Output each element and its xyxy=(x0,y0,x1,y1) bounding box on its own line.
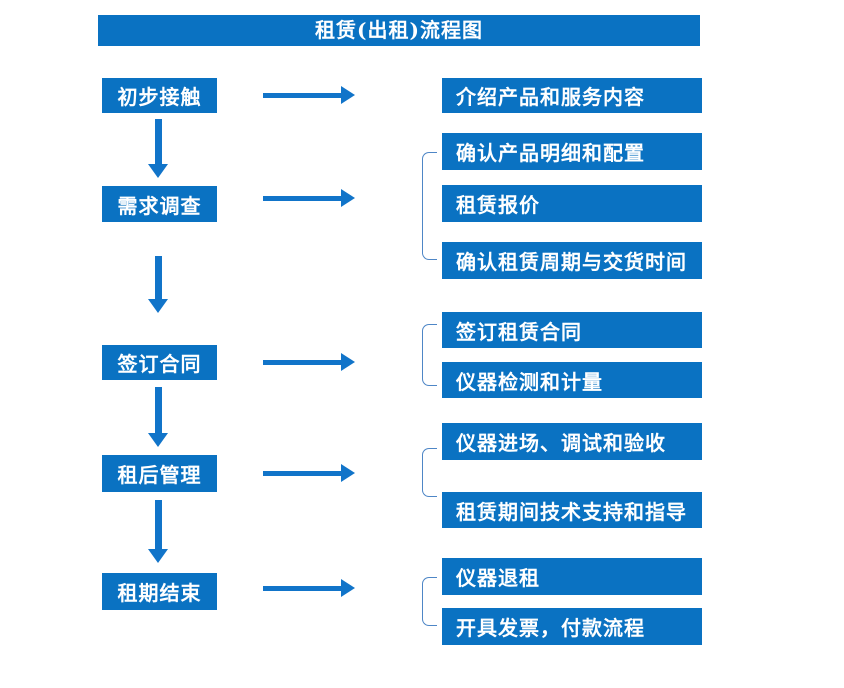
detail-instrument-testing: 仪器检测和计量 xyxy=(442,362,702,398)
right-arrow-shaft xyxy=(263,585,341,591)
right-arrow-icon xyxy=(263,464,355,482)
group-bracket xyxy=(422,324,437,386)
detail-confirm-product-details: 确认产品明细和配置 xyxy=(442,133,702,170)
down-arrow-head xyxy=(148,549,168,563)
right-arrow-icon xyxy=(263,579,355,597)
down-arrow-icon xyxy=(148,387,168,447)
step-initial-contact: 初步接触 xyxy=(102,78,217,113)
down-arrow-head xyxy=(148,164,168,178)
detail-introduce-products: 介绍产品和服务内容 xyxy=(442,78,702,113)
down-arrow-head xyxy=(148,433,168,447)
page-title: 租赁(出租)流程图 xyxy=(98,15,700,46)
right-arrow-head xyxy=(341,86,355,104)
step-post-rental-management: 租后管理 xyxy=(102,455,217,492)
down-arrow-icon xyxy=(148,119,168,178)
right-arrow-shaft xyxy=(263,470,341,476)
step-rental-end: 租期结束 xyxy=(102,573,217,610)
down-arrow-icon xyxy=(148,500,168,563)
detail-instrument-return: 仪器退租 xyxy=(442,558,702,595)
right-arrow-shaft xyxy=(263,359,341,365)
step-sign-contract: 签订合同 xyxy=(102,345,217,380)
down-arrow-shaft xyxy=(154,256,162,299)
down-arrow-head xyxy=(148,299,168,313)
down-arrow-shaft xyxy=(154,500,162,549)
right-arrow-icon xyxy=(263,86,355,104)
right-arrow-icon xyxy=(263,353,355,371)
right-arrow-head xyxy=(341,579,355,597)
detail-rental-support: 租赁期间技术支持和指导 xyxy=(442,492,702,528)
detail-instrument-setup: 仪器进场、调试和验收 xyxy=(442,423,702,460)
group-bracket xyxy=(422,448,437,497)
step-demand-survey: 需求调查 xyxy=(102,186,217,222)
right-arrow-head xyxy=(341,189,355,207)
detail-invoice-payment: 开具发票，付款流程 xyxy=(442,608,702,645)
group-bracket xyxy=(422,152,437,260)
detail-rental-quote: 租赁报价 xyxy=(442,185,702,222)
detail-confirm-rental-period: 确认租赁周期与交货时间 xyxy=(442,242,702,279)
down-arrow-shaft xyxy=(154,387,162,433)
right-arrow-head xyxy=(341,353,355,371)
right-arrow-shaft xyxy=(263,92,341,98)
right-arrow-icon xyxy=(263,189,355,207)
down-arrow-shaft xyxy=(154,119,162,164)
detail-sign-rental-contract: 签订租赁合同 xyxy=(442,312,702,348)
down-arrow-icon xyxy=(148,256,168,313)
group-bracket xyxy=(422,577,437,626)
right-arrow-head xyxy=(341,464,355,482)
right-arrow-shaft xyxy=(263,195,341,201)
